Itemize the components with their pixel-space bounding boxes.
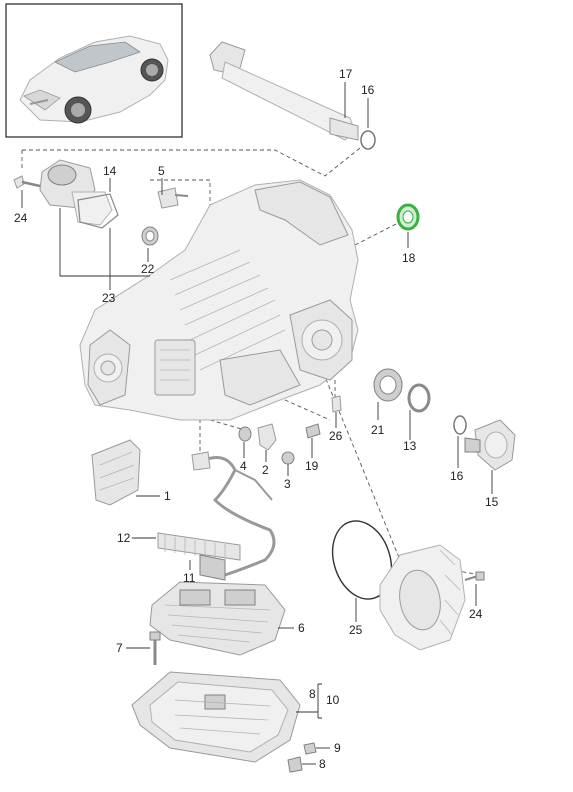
part-21-shaft-seal[interactable] xyxy=(373,368,403,402)
callout-24-left[interactable]: 24 xyxy=(14,211,28,225)
part-1-heat-shield[interactable] xyxy=(91,439,141,506)
callout-12[interactable]: 12 xyxy=(117,531,131,545)
callout-16-right[interactable]: 16 xyxy=(450,469,464,483)
callout-14[interactable]: 14 xyxy=(103,164,117,178)
part-5-sensor[interactable] xyxy=(157,187,189,209)
car-thumbnail[interactable] xyxy=(5,3,183,138)
callout-22[interactable]: 22 xyxy=(141,262,155,276)
part-7-bolt[interactable] xyxy=(149,631,161,665)
part-6-valve-body[interactable] xyxy=(149,581,286,656)
part-2-switch[interactable] xyxy=(257,423,277,451)
callout-25[interactable]: 25 xyxy=(349,623,363,637)
part-14-flange[interactable] xyxy=(39,159,113,226)
part-11-connector-rail[interactable] xyxy=(157,532,241,581)
part-18-seal-ring[interactable] xyxy=(396,203,420,231)
callout-17[interactable]: 17 xyxy=(339,67,353,81)
callout-3[interactable]: 3 xyxy=(284,477,291,491)
part-3-seal[interactable] xyxy=(281,451,295,465)
callout-23[interactable]: 23 xyxy=(102,291,116,305)
gearbox-housing[interactable] xyxy=(79,179,359,421)
callout-11[interactable]: 11 xyxy=(183,571,196,585)
part-25-gasket[interactable] xyxy=(323,513,401,606)
callout-7[interactable]: 7 xyxy=(116,641,123,655)
callout-8-bracket[interactable]: 8 xyxy=(309,687,316,701)
callout-labels: 17 16 18 14 5 24 22 23 21 13 26 19 16 15… xyxy=(14,67,499,771)
part-15-output-flange[interactable] xyxy=(464,419,516,471)
part-19-plug[interactable] xyxy=(305,423,321,439)
callout-21[interactable]: 21 xyxy=(371,423,385,437)
part-26-plug[interactable] xyxy=(331,395,342,413)
callout-18[interactable]: 18 xyxy=(402,251,416,265)
callout-9[interactable]: 9 xyxy=(334,741,341,755)
part-16-circlip-top[interactable] xyxy=(360,130,376,150)
part-24-bolt-right[interactable] xyxy=(464,571,485,581)
callout-16-top[interactable]: 16 xyxy=(361,83,375,97)
callout-10[interactable]: 10 xyxy=(326,693,340,707)
part-17-drive-shaft[interactable] xyxy=(209,41,359,141)
callout-13[interactable]: 13 xyxy=(403,439,417,453)
callout-8[interactable]: 8 xyxy=(319,757,326,771)
callout-6[interactable]: 6 xyxy=(298,621,305,635)
part-4-seal[interactable] xyxy=(238,426,252,442)
part-16-circlip-right[interactable] xyxy=(453,415,467,435)
car-icon xyxy=(19,35,169,124)
part-13-o-ring[interactable] xyxy=(407,383,431,413)
leader-lines xyxy=(21,82,493,765)
part-24-bolt-left[interactable] xyxy=(13,175,41,189)
callout-24-right[interactable]: 24 xyxy=(469,607,483,621)
callout-19[interactable]: 19 xyxy=(305,459,319,473)
callout-5[interactable]: 5 xyxy=(158,164,165,178)
callout-1[interactable]: 1 xyxy=(164,489,171,503)
callout-2[interactable]: 2 xyxy=(262,463,269,477)
part-23-gasket[interactable] xyxy=(77,193,119,229)
callout-26[interactable]: 26 xyxy=(329,429,343,443)
callout-4[interactable]: 4 xyxy=(240,459,247,473)
part-9-bolt[interactable] xyxy=(303,742,317,755)
side-cover[interactable] xyxy=(379,544,466,651)
cable-harness[interactable] xyxy=(191,451,276,577)
part-10-oil-pan[interactable] xyxy=(131,671,301,763)
part-22-seal[interactable] xyxy=(141,226,159,246)
part-8-plug[interactable] xyxy=(287,756,303,773)
callout-15[interactable]: 15 xyxy=(485,495,499,509)
